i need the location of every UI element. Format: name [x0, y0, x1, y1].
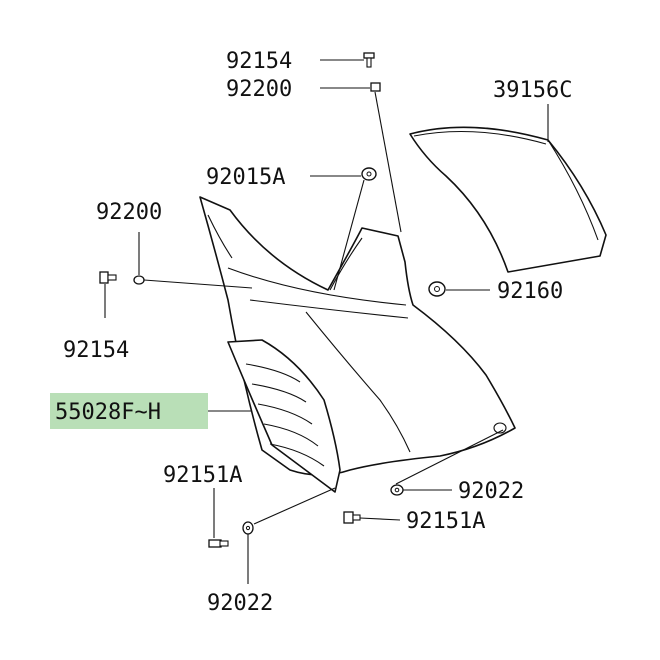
grommet-top-icon[interactable]	[370, 82, 381, 92]
bolt-right-icon[interactable]	[343, 511, 361, 524]
label-92200-top[interactable]: 92200	[226, 77, 292, 102]
label-92160[interactable]: 92160	[497, 279, 563, 304]
screw-left-icon[interactable]	[99, 271, 117, 284]
label-92015a[interactable]: 92015A	[206, 165, 285, 190]
label-92154-top[interactable]: 92154	[226, 49, 292, 74]
label-39156c[interactable]: 39156C	[493, 78, 572, 103]
label-92154-left[interactable]: 92154	[63, 338, 129, 363]
main-cowling[interactable]	[199, 196, 516, 476]
nut-right-icon[interactable]	[428, 281, 446, 297]
label-55028f-h[interactable]: 55028F~H	[55, 400, 161, 425]
screw-top-icon[interactable]	[363, 52, 375, 68]
label-highlight	[50, 393, 208, 429]
label-92200-left[interactable]: 92200	[96, 200, 162, 225]
label-92151a-left[interactable]: 92151A	[163, 463, 242, 488]
label-92151a-right[interactable]: 92151A	[406, 509, 485, 534]
leader-lines	[104, 59, 549, 584]
label-92022-bottom[interactable]: 92022	[207, 591, 273, 616]
nut-upper-icon[interactable]	[361, 167, 377, 181]
label-92022-right[interactable]: 92022	[458, 479, 524, 504]
washer-lower-icon[interactable]	[242, 521, 254, 535]
upper-right-panel[interactable]	[409, 126, 607, 273]
grommet-left-icon[interactable]	[133, 275, 145, 285]
washer-right-icon[interactable]	[390, 484, 404, 496]
side-vent[interactable]	[227, 339, 341, 493]
bolt-lower-left-icon[interactable]	[208, 539, 229, 548]
